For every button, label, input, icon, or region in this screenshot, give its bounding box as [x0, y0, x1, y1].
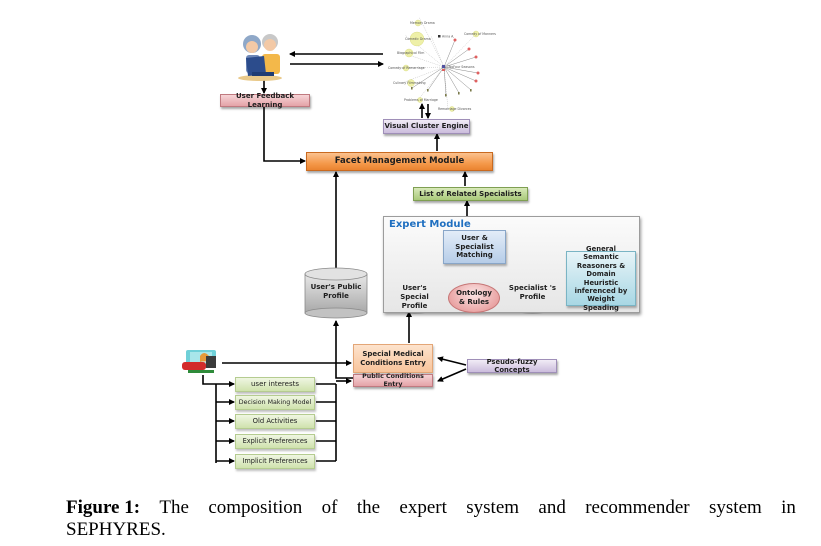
caption-word: and: [538, 497, 566, 518]
cluster-graph: TNoFour Seasons Anna A. Memory Drama Com…: [388, 16, 496, 112]
caption-line-1: Figure 1: The composition of the expert …: [66, 497, 796, 519]
trunk-top: [202, 375, 216, 385]
graph-cluster-label: Memory Drama: [410, 21, 435, 25]
woman-at-computer-icon: [182, 350, 216, 373]
graph-cluster-label: Culinary Filmmaking: [393, 81, 426, 85]
graph-cluster-label: Comedy of Manners: [464, 32, 496, 36]
list-of-related-specialists-box: List of Related Specialists: [413, 187, 528, 201]
center-node: [442, 65, 445, 68]
users-special-profile-label: User's Special Profile: [400, 284, 429, 311]
caption-word: system: [466, 497, 520, 518]
user-feedback-learning-box: User Feedback Learning: [220, 92, 310, 109]
caption-word: expert: [399, 497, 447, 518]
caption-word: composition: [208, 497, 303, 518]
caption-word: of: [321, 497, 338, 518]
caption-word: recommender: [585, 497, 690, 518]
arrow-feedback-to-facet: [263, 107, 306, 164]
implicit-preferences-box: Implicit Preferences: [235, 454, 315, 469]
facet-management-module-box: Facet Management Module: [306, 152, 493, 171]
old-activities-box: Old Activities: [235, 414, 315, 429]
arrow-fuzzy-to-public: [437, 368, 467, 382]
public-conditions-entry-box: Public Conditions Entry: [353, 373, 433, 388]
user-interests-box: user interests: [235, 377, 315, 392]
caption-line-2: SEPHYRES.: [66, 519, 166, 540]
specialists-profile-label: Specialist 's Profile: [508, 284, 557, 302]
pseudo-fuzzy-concepts-box: Pseudo-fuzzy Concepts: [467, 358, 557, 374]
decision-making-model-box: Decision Making Model: [235, 395, 315, 410]
caption-word: the: [356, 497, 381, 518]
caption-word: system: [709, 497, 762, 518]
caption-figure-label: Figure 1:: [66, 497, 141, 518]
users-public-profile-label: User's Public Profile: [310, 283, 362, 301]
explicit-preferences-box: Explicit Preferences: [235, 434, 315, 449]
arrow-public-conditions-to-public-profile: [333, 320, 354, 379]
graph-cluster-label: Remarriage Divorces: [438, 107, 472, 111]
semantic-reasoners-box: General Semantic Reasoners & Domain Heur…: [566, 245, 636, 312]
users-public-profile-cylinder: [304, 267, 368, 319]
special-medical-conditions-entry-box: Special Medical Conditions Entry: [353, 344, 433, 373]
expert-module-title: Expert Module: [389, 219, 471, 230]
figure-caption: Figure 1: The composition of the expert …: [66, 497, 796, 541]
caption-word: The: [159, 497, 189, 518]
graph-cluster-label: Problems of Marriage: [404, 98, 438, 102]
arrow-fuzzy-to-medical: [437, 356, 467, 366]
visual-cluster-engine-box: Visual Cluster Engine: [383, 119, 470, 134]
ontology-rules-oval: Ontology & Rules: [448, 283, 500, 313]
graph-cluster-label: Comedy of Remarriage: [388, 66, 425, 70]
graph-cluster-label: Biographical Film: [397, 51, 424, 55]
caption-word: in: [781, 497, 796, 518]
graph-cluster-label: Comedic Drama: [405, 37, 431, 41]
elderly-couple-with-laptop-icon: [238, 34, 282, 81]
user-specialist-matching-box: User & Specialist Matching: [443, 230, 506, 264]
graph-center-label: TNoFour Seasons: [446, 65, 475, 69]
graph-secondary-label: Anna A.: [442, 35, 454, 39]
